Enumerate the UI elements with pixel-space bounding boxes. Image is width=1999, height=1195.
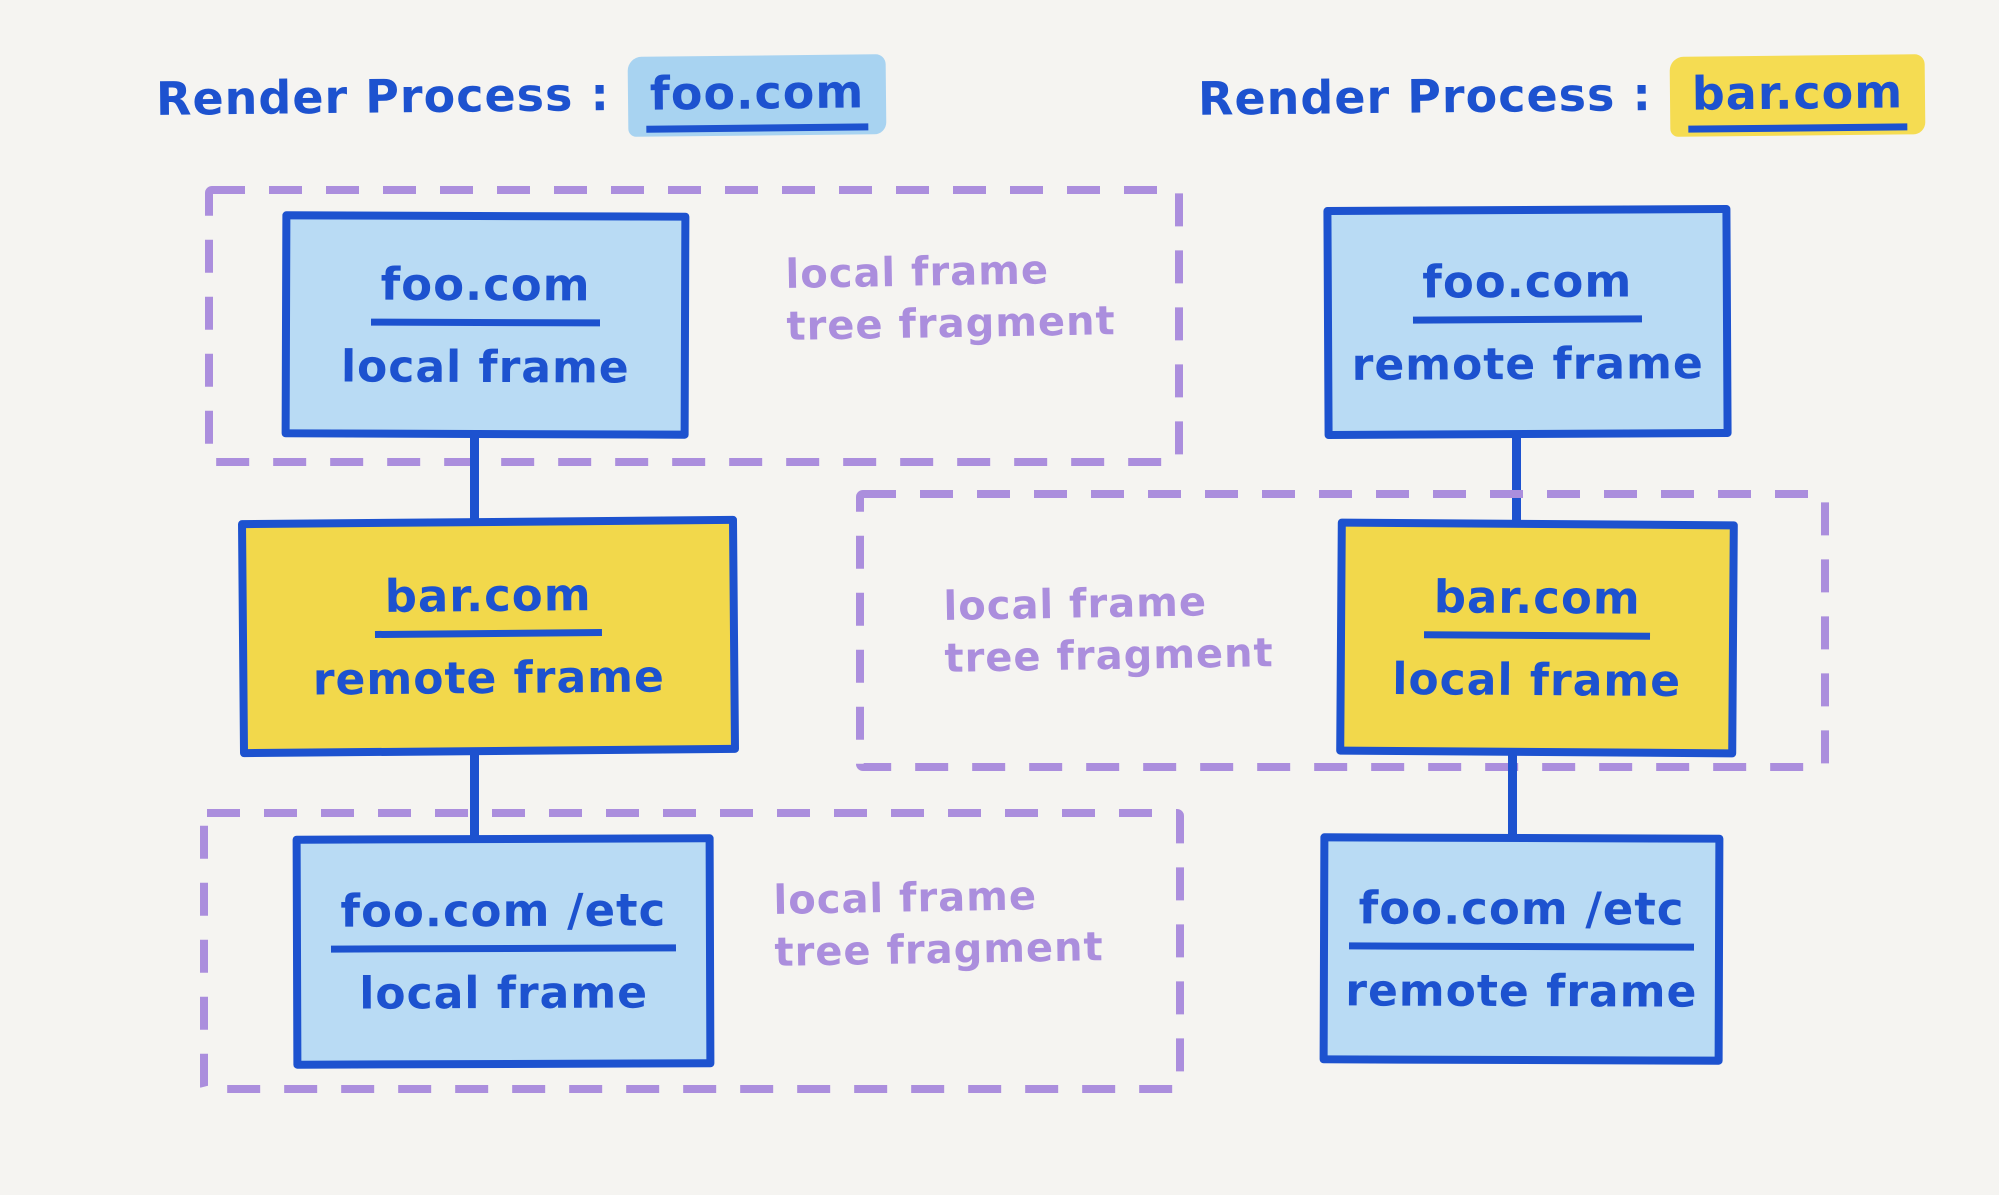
title-domain: bar.com	[1687, 64, 1908, 133]
fragment-label-line1: local frame	[773, 873, 1038, 924]
title-domain-highlight: foo.com	[627, 54, 887, 137]
connector-left-1	[470, 434, 479, 524]
node-domain: bar.com	[374, 568, 602, 638]
fragment-label-bottom-left: local frame tree fragment	[773, 869, 1104, 979]
connector-right-1	[1512, 434, 1521, 526]
node-domain: foo.com	[1412, 253, 1643, 324]
title-domain: foo.com	[645, 64, 869, 133]
node-domain: foo.com	[370, 257, 601, 326]
node-foo-remote-frame: foo.com remote frame	[1323, 204, 1732, 440]
node-domain: bar.com	[1423, 569, 1651, 640]
fragment-label-line2: tree fragment	[944, 630, 1275, 682]
node-foo-etc-remote-frame: foo.com /etc remote frame	[1319, 833, 1724, 1065]
title-prefix: Render Process :	[155, 67, 611, 126]
node-kind: remote frame	[1345, 964, 1698, 1018]
title-domain-highlight: bar.com	[1669, 54, 1926, 137]
fragment-label-line1: local frame	[785, 247, 1050, 298]
local-frame-tree-fragment-box-bottom-left	[200, 809, 1184, 1093]
local-frame-tree-fragment-box-middle-right	[856, 490, 1829, 771]
node-kind: local frame	[359, 967, 649, 1020]
connector-left-2	[470, 750, 479, 840]
render-process-title-foo: Render Process : foo.com	[156, 54, 887, 142]
connector-right-2	[1508, 752, 1517, 838]
node-kind: remote frame	[1351, 337, 1704, 391]
node-kind: remote frame	[312, 651, 666, 706]
fragment-label-line1: local frame	[943, 579, 1208, 630]
node-bar-remote-frame: bar.com remote frame	[237, 515, 740, 758]
node-domain: foo.com /etc	[330, 883, 677, 953]
title-prefix: Render Process :	[1197, 67, 1653, 126]
fragment-label-top-left: local frame tree fragment	[785, 243, 1116, 353]
fragment-label-line2: tree fragment	[774, 924, 1105, 976]
fragment-label-line2: tree fragment	[786, 298, 1117, 350]
node-foo-local-frame: foo.com local frame	[281, 211, 690, 439]
local-frame-tree-fragment-box-top-left	[205, 186, 1183, 466]
node-domain: foo.com /etc	[1348, 880, 1695, 951]
node-kind: local frame	[340, 340, 630, 394]
render-process-title-bar: Render Process : bar.com	[1198, 54, 1926, 142]
node-kind: local frame	[1392, 653, 1682, 707]
node-foo-etc-local-frame: foo.com /etc local frame	[292, 834, 715, 1069]
node-bar-local-frame: bar.com local frame	[1336, 518, 1738, 758]
fragment-label-middle-right: local frame tree fragment	[943, 575, 1274, 685]
